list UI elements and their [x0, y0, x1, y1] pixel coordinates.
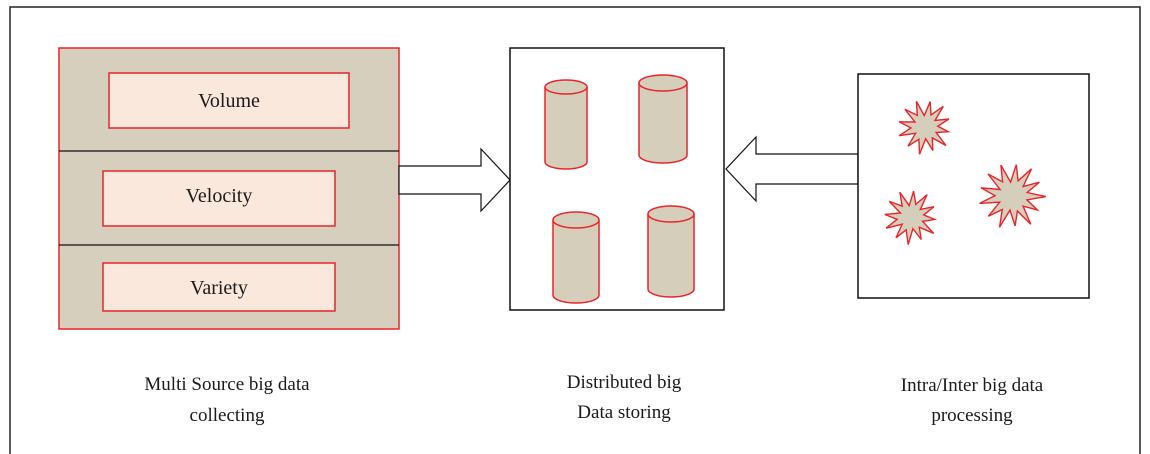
caption-collecting: Multi Source big data collecting [144, 374, 310, 426]
starburst-icon [979, 164, 1047, 228]
caption-line: collecting [190, 405, 265, 426]
source-item-velocity: Velocity [102, 170, 336, 227]
starburst-icon [884, 190, 938, 245]
source-item-volume: Volume [108, 72, 350, 129]
caption-line: Distributed big [567, 372, 682, 393]
source-item-box [108, 72, 350, 129]
caption-line: Data storing [577, 402, 671, 423]
database-cylinder-icon [544, 79, 588, 170]
processing-block [857, 73, 1090, 299]
source-item-box [102, 170, 336, 227]
source-item-label: Variety [190, 277, 248, 299]
figure-border [9, 6, 1141, 454]
source-item-label: Volume [198, 90, 260, 112]
starburst-icon [898, 100, 951, 155]
distributed-storing-block [509, 47, 725, 311]
caption-storing: Distributed big Data storing [567, 372, 682, 423]
source-item-label: Velocity [186, 185, 253, 207]
source-item-variety: Variety [102, 262, 336, 312]
multi-source-collecting-block: Volume Velocity Variety [58, 47, 400, 330]
processing-panel [857, 73, 1090, 299]
block-arrow-icon [398, 147, 511, 213]
source-item-box [102, 262, 336, 312]
block-arrow-icon [725, 135, 859, 203]
caption-line: Multi Source big data [144, 374, 310, 395]
caption-line: processing [931, 405, 1013, 426]
caption-processing: Intra/Inter big data processing [901, 375, 1044, 426]
database-cylinder-icon [552, 211, 600, 304]
database-cylinder-icon [647, 205, 695, 298]
caption-line: Intra/Inter big data [901, 375, 1044, 396]
database-cylinder-icon [638, 74, 688, 164]
